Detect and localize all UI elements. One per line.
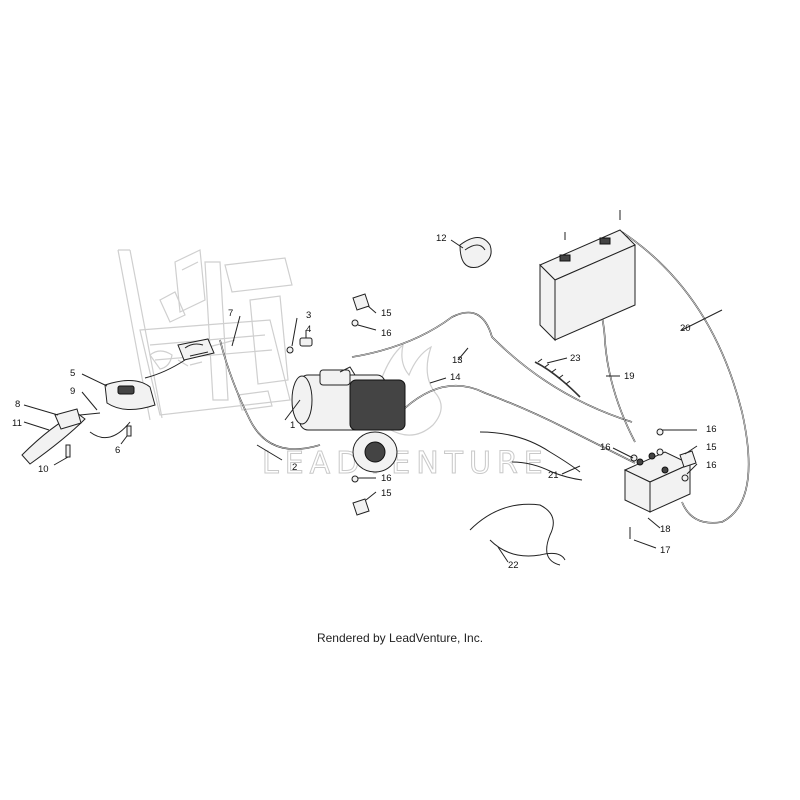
- render-credit: Rendered by LeadVenture, Inc.: [316, 631, 484, 645]
- callout-15-bottom: 15: [381, 488, 392, 499]
- watermark-logo-icon: [373, 343, 442, 436]
- fasteners-3-4: [286, 337, 313, 354]
- callout-20: 20: [680, 323, 691, 334]
- callout-16-right-bottom: 16: [706, 460, 717, 471]
- callout-15-top: 15: [381, 308, 392, 319]
- callout-8: 8: [15, 399, 20, 410]
- callout-9: 9: [70, 386, 75, 397]
- callout-4: 4: [306, 324, 311, 335]
- callout-13: 13: [452, 355, 463, 366]
- callout-16-contactor: 16: [600, 442, 611, 453]
- callout-21: 21: [548, 470, 559, 481]
- callout-7: 7: [228, 308, 233, 319]
- winch-mount: [177, 338, 215, 361]
- callout-14: 14: [450, 372, 461, 383]
- callout-16-top: 16: [381, 328, 392, 339]
- callout-1: 1: [290, 420, 295, 431]
- cables: [89, 231, 750, 566]
- callout-16-right-top: 16: [706, 424, 717, 435]
- leader-lines: [23, 239, 723, 563]
- callout-2: 2: [292, 462, 297, 473]
- conduit: [534, 358, 581, 398]
- clamp-ring: [459, 237, 492, 269]
- battery: [539, 210, 636, 342]
- callout-19: 19: [624, 371, 635, 382]
- contactor: [623, 451, 692, 539]
- winch-assembly: [291, 366, 406, 473]
- watermark-text: LEADVENTURE: [262, 446, 549, 481]
- callout-15-right: 15: [706, 442, 717, 453]
- callout-labels: 1 2 3 4 5 6 7 8 9 10 11 12 13 14 15 15 1…: [12, 233, 717, 571]
- switch-components: [21, 380, 156, 465]
- callout-23: 23: [570, 353, 581, 364]
- boots-nuts: [351, 293, 697, 516]
- callout-6: 6: [115, 445, 120, 456]
- callout-12: 12: [436, 233, 447, 244]
- callout-11: 11: [12, 418, 22, 429]
- callout-22: 22: [508, 560, 519, 571]
- watermark: LEADVENTURE: [262, 343, 549, 482]
- callout-16-bottom: 16: [381, 473, 392, 484]
- callout-18: 18: [660, 524, 671, 535]
- callout-17: 17: [660, 545, 671, 556]
- callout-10: 10: [38, 464, 49, 475]
- callout-5: 5: [70, 368, 75, 379]
- callout-3: 3: [306, 310, 311, 321]
